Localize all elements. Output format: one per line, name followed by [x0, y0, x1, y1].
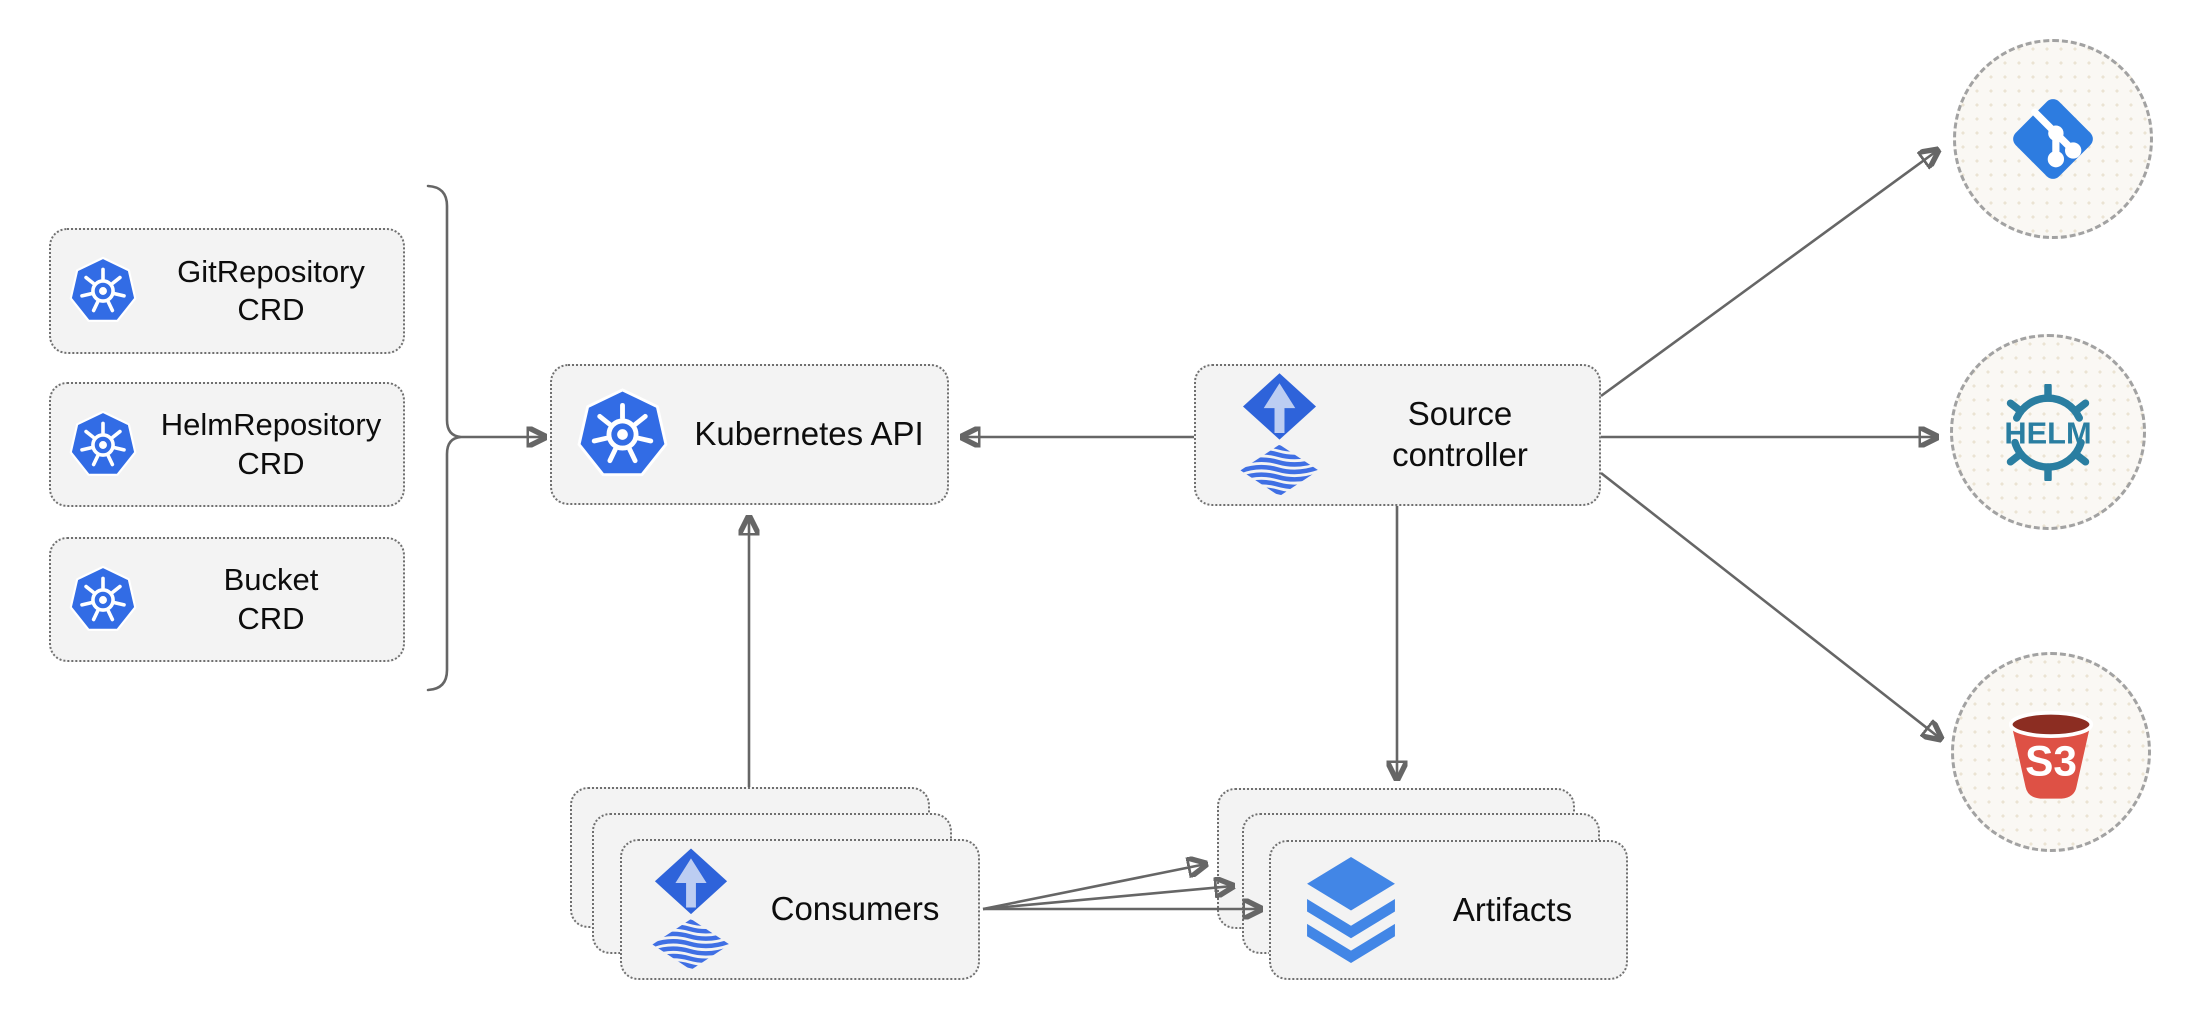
s3-bucket-icon: S3 [2008, 710, 2094, 799]
helm-wordmark: HELM [2004, 415, 2091, 450]
node-consumers: Consumers [620, 839, 980, 980]
flux-source-controller-icon [1238, 373, 1321, 498]
node-bucket-crd: Bucket CRD [49, 537, 405, 662]
node-artifacts: Artifacts [1269, 840, 1628, 980]
node-label: Consumers [770, 890, 940, 928]
layers-icon [1307, 856, 1395, 963]
kubernetes-icon [67, 564, 139, 636]
node-helmrepository-crd: HelmRepository CRD [49, 382, 405, 507]
arrow-source-controller-to-git [1600, 150, 1938, 398]
s3-wordmark: S3 [2025, 737, 2077, 784]
node-source-controller: Source controller [1194, 364, 1601, 506]
node-label: GitRepository CRD [177, 253, 365, 327]
arrow-consumers-to-artifacts-back [982, 864, 1206, 911]
kubernetes-icon [67, 409, 139, 481]
arrow-source-controller-to-s3 [1600, 471, 1941, 739]
node-label: HelmRepository CRD [160, 407, 382, 481]
arrow-consumers-to-artifacts-middle [982, 886, 1233, 911]
node-helm-endpoint: HELM [1950, 334, 2146, 530]
node-gitrepository-crd: GitRepository CRD [49, 228, 405, 354]
node-label: Kubernetes API [694, 415, 924, 453]
flux-source-controller-icon [650, 848, 732, 972]
helm-icon: HELM [2004, 383, 2092, 481]
crd-group-bracket [426, 184, 462, 692]
node-label: Bucket CRD [223, 562, 319, 636]
kubernetes-icon [67, 255, 139, 327]
node-kubernetes-api: Kubernetes API [550, 364, 949, 505]
kubernetes-icon [574, 386, 671, 483]
node-git-endpoint [1953, 39, 2153, 239]
git-icon [2013, 99, 2093, 179]
node-s3-endpoint: S3 [1951, 652, 2151, 852]
node-label: Source controller [1392, 395, 1528, 473]
node-label: Artifacts [1452, 890, 1573, 928]
